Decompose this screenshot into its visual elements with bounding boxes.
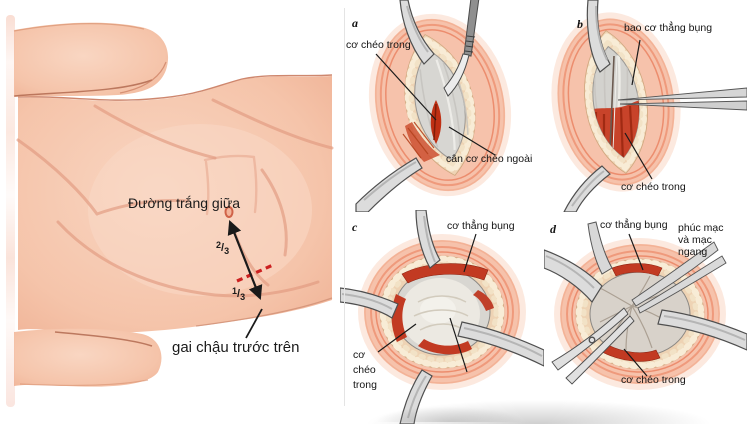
panel-b-letter: b	[577, 17, 583, 31]
label-line: ngang	[678, 246, 708, 258]
retractor-icon	[415, 210, 441, 269]
panel-a: a cơ chéo trong cân cơ chéo ngoài	[340, 0, 544, 212]
midline-label: Đường trắng giữa	[128, 195, 240, 211]
abdomen-illustration	[13, 22, 334, 387]
retractor-icon	[457, 321, 544, 367]
retractor-icon	[399, 0, 435, 65]
measure-arrow	[227, 220, 263, 300]
label-rectus-sheath: bao cơ thẳng bụng	[624, 22, 713, 34]
fraction-slash: /	[237, 288, 241, 300]
label-peritoneum-fascia: phúc mạc và mạc ngang	[678, 222, 724, 258]
leader-lines-b	[624, 39, 653, 180]
leader-lines-c	[377, 233, 477, 373]
retractor-icon	[587, 221, 613, 275]
panel-b-art	[551, 0, 747, 212]
lower-limb-fold	[14, 328, 162, 387]
retractor-icon	[586, 0, 611, 73]
fraction-one-third-numerator: 1	[232, 286, 238, 296]
label-internal-oblique-b: cơ chéo trong	[621, 181, 686, 193]
leader-lines-d	[623, 233, 648, 377]
label-external-oblique-aponeurosis: cân cơ chéo ngoài	[446, 153, 533, 165]
retractor-icon	[563, 165, 611, 212]
scan-edge-artifact	[6, 15, 15, 407]
page-curl-shadow	[355, 400, 565, 422]
incision-a	[402, 100, 442, 162]
label-internal-oblique-c: cơ chéo trong	[353, 348, 377, 393]
label-line: cơ	[353, 349, 366, 361]
retractor-icon	[657, 309, 747, 351]
label-line: trong	[353, 379, 377, 391]
label-rectus-abdominis-d: cơ thẳng bụng	[600, 219, 668, 231]
wound-a	[368, 13, 512, 197]
page-curl-shadow	[330, 392, 747, 424]
panel-d-art	[544, 221, 747, 390]
skin-creases	[16, 98, 334, 298]
navel	[224, 206, 234, 218]
panel-c-letter: c	[352, 220, 358, 234]
panel-b: b bao cơ thẳng bụng cơ chéo trong	[544, 0, 747, 212]
fraction-two-thirds-numerator: 2	[216, 240, 222, 250]
iliac-spine-label: gai chậu trước trên	[172, 339, 300, 356]
fraction-one-third-denominator: 3	[240, 292, 246, 302]
retractor-icon	[399, 369, 433, 424]
scalpel-icon	[443, 0, 480, 97]
panel-divider-line	[344, 8, 345, 406]
label-internal-oblique-a: cơ chéo trong	[346, 39, 411, 51]
retractor-icon	[544, 249, 603, 304]
upper-limb-fold	[13, 22, 169, 97]
panel-d-letter: d	[550, 222, 556, 236]
panel-a-art	[355, 0, 512, 212]
scissors-icon	[551, 307, 635, 385]
retractor-icon	[340, 287, 399, 319]
fraction-two-thirds: 2/3	[216, 240, 229, 256]
dissector-icon	[617, 87, 747, 111]
forceps-icon	[631, 241, 727, 314]
panel-c-art	[340, 210, 544, 424]
fraction-two-thirds-denominator: 3	[224, 246, 230, 256]
muscle-edges-d	[601, 263, 663, 362]
panel-c: c cơ thẳng bụng cơ chéo trong	[340, 210, 544, 424]
label-rectus-abdominis-c: cơ thẳng bụng	[447, 220, 515, 232]
fraction-one-third: 1/3	[232, 286, 245, 302]
incision-dash-line	[236, 263, 274, 283]
panel-a-letter: a	[352, 16, 358, 30]
label-line: chéo	[353, 364, 376, 376]
label-line: phúc mạc	[678, 222, 724, 234]
panel-d: d cơ thẳng bụng phúc mạc và mạc ngang cơ…	[544, 210, 747, 424]
leader-lines-a	[375, 53, 496, 156]
label-line: và mạc	[678, 234, 712, 246]
retractor-icon	[355, 157, 423, 212]
fraction-slash: /	[221, 242, 225, 254]
iliac-leader-line	[245, 308, 263, 339]
label-internal-oblique-d: cơ chéo trong	[621, 374, 686, 386]
rectus-outline-creases	[203, 154, 258, 216]
